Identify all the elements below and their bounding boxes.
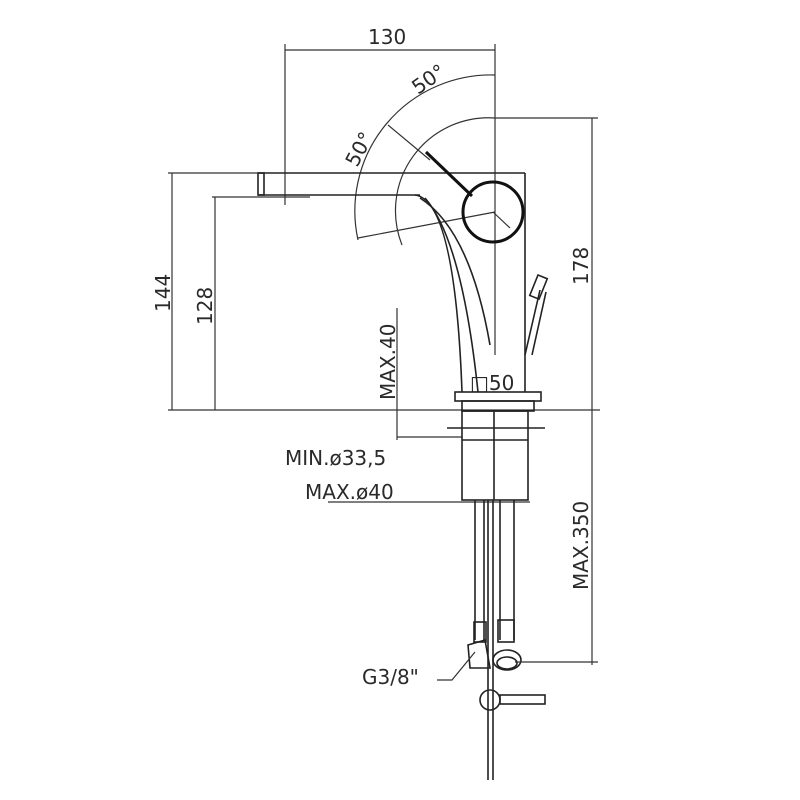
dimension-144: 144 [151,172,258,410]
connection-callout: G3/8" [362,651,476,689]
dimension-128: 128 [193,196,310,410]
max-350-label: MAX.350 [569,501,593,590]
max-hole-label: MAX.ø40 [305,480,394,504]
dim-130-label: 130 [368,25,406,49]
connection-label: G3/8" [362,665,419,689]
dimension-130: 130 [284,25,496,355]
dimension-178: 178 [495,117,598,410]
base-assembly [447,391,545,501]
angle-upper-label: 50° [407,59,450,99]
handle-hub [461,180,525,244]
supply-hoses [467,500,522,780]
dimension-max-350: MAX.350 [515,410,598,665]
dim-144-label: 144 [151,274,175,312]
faucet-body [257,150,549,393]
dim-128-label: 128 [193,287,217,325]
shutoff-valve [479,689,546,711]
dim-178-label: 178 [569,247,593,285]
dim-max40-label: MAX.40 [376,324,400,400]
angle-lower-label: 50° [340,128,378,171]
dimension-max-hole: MAX.ø40 [305,480,530,504]
rotation-arcs: 50° 50° [340,59,511,246]
min-hole-label: MIN.ø33,5 [285,446,386,470]
dimension-max-40: MAX.40 [376,308,462,440]
dimension-min-hole: MIN.ø33,5 [285,446,386,470]
base-square-label: □50 [470,371,514,395]
